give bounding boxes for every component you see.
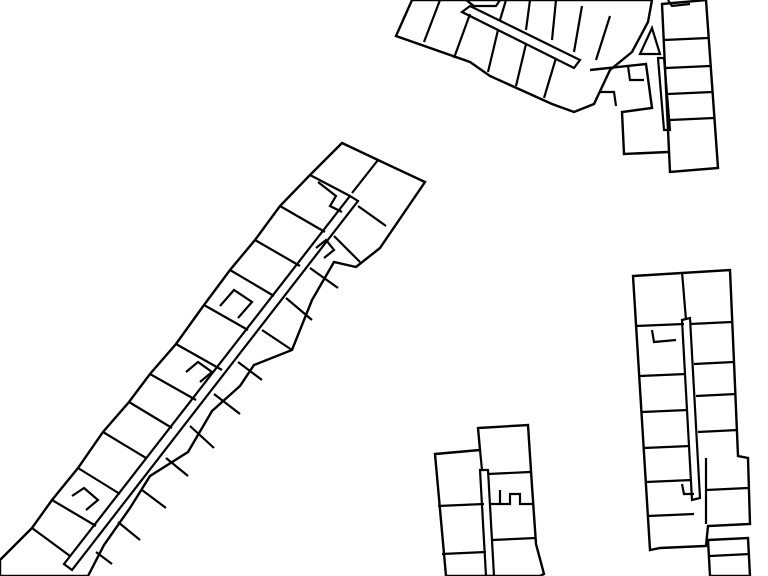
connector-details	[600, 24, 662, 107]
annex-dividers	[709, 552, 751, 558]
building-outline	[660, 0, 720, 174]
stair-notches	[71, 181, 343, 511]
building-outline	[433, 423, 546, 576]
connector	[589, 62, 669, 156]
unit-dividers	[437, 449, 537, 556]
spine-corridor	[680, 316, 702, 502]
unit-dividers-upper	[31, 159, 379, 557]
northeast-terrace-block	[394, 0, 720, 174]
unit-dividers	[422, 0, 612, 99]
wing-corridor	[459, 4, 582, 70]
unit-dividers-lower	[95, 205, 387, 565]
spine-corridor	[62, 194, 360, 572]
building-outline	[631, 268, 752, 552]
spine-corridor	[478, 468, 496, 576]
diagonal-terrace-block	[0, 141, 427, 576]
wing-corridor	[656, 56, 672, 132]
unit-dividers	[635, 271, 749, 524]
south-terrace-block	[433, 423, 546, 576]
unit-dividers	[663, 0, 715, 122]
east-terrace-block	[631, 268, 752, 576]
annex-outline	[706, 536, 752, 576]
building-outline	[394, 0, 654, 114]
